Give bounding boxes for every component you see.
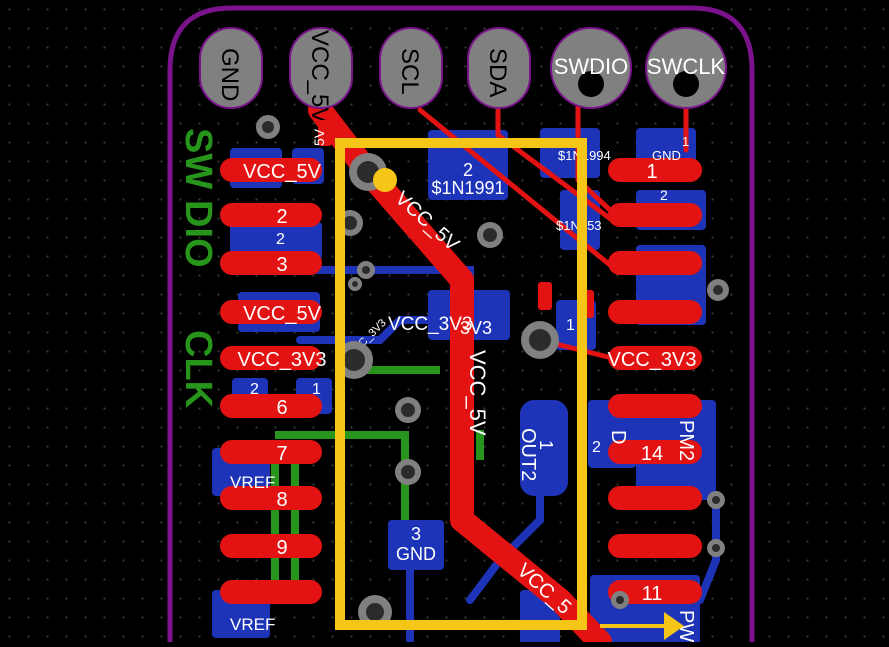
part-labels: VREF VREF 1 OUT2 3 GND D PM2 PWM 2 1 2 2… xyxy=(230,187,697,647)
bottom-silk-layer xyxy=(271,366,484,600)
pin1-marker xyxy=(373,168,397,192)
arrow-indicator xyxy=(600,612,684,640)
bottom-pad xyxy=(262,222,322,260)
silk-sw: SW xyxy=(177,128,219,189)
label-vref-1: VREF xyxy=(230,473,275,492)
header-pin-gnd[interactable]: GND xyxy=(199,27,263,109)
label-out2: OUT2 xyxy=(517,428,539,481)
header-pin-label: VCC_5V xyxy=(306,30,333,123)
bottom-pad xyxy=(470,290,510,340)
bottom-pad xyxy=(230,222,270,256)
selection-rectangle xyxy=(335,138,587,630)
header-pin-swclk[interactable]: SWCLK xyxy=(645,27,727,109)
label-pin1a: 1 xyxy=(312,381,321,398)
label-pm2: PM2 xyxy=(675,420,697,461)
header-pin-sda[interactable]: SDA xyxy=(467,27,531,109)
left-pad-label: 9 xyxy=(276,537,287,559)
board-outline xyxy=(167,5,755,647)
label-gnd: GND xyxy=(396,544,436,564)
header-pin-label: SWCLK xyxy=(647,54,726,79)
bottom-silk-text: SW DIO CLK xyxy=(177,128,219,409)
silk-clk: CLK xyxy=(177,330,219,409)
trace-sda xyxy=(495,107,615,223)
header-pin-label: GND xyxy=(216,48,243,101)
label-gnd-pin: 3 xyxy=(411,524,421,544)
header-pin-scl[interactable]: SCL xyxy=(379,27,443,109)
left-pad-label: 6 xyxy=(276,397,287,419)
trace-label-vcc5v-b: VCC_5V xyxy=(465,350,490,436)
right-pad-label: 1 xyxy=(646,161,657,183)
label-gnd-small: GND xyxy=(652,148,681,163)
label-5v: 5V xyxy=(311,128,327,146)
left-pad-label: 2 xyxy=(276,206,287,228)
left-pad-label: VCC_5V xyxy=(243,303,321,325)
label-u2-net: $1N1991 xyxy=(431,178,504,198)
label-pwm: PWM xyxy=(675,610,697,642)
label-u2-pin: 2 xyxy=(463,160,473,180)
left-pad-label: 3 xyxy=(276,254,287,276)
header-pin-label: SCL xyxy=(396,48,423,95)
label-pin1b: 1 xyxy=(566,317,575,334)
right-pad-label: 14 xyxy=(641,443,663,465)
label-c-pin2: 2 xyxy=(660,187,668,203)
left-pad-label: VCC_3V3 xyxy=(238,349,327,371)
left-pad-label: 7 xyxy=(276,443,287,465)
header-pin-label: SWDIO xyxy=(554,54,629,79)
label-d: D xyxy=(607,430,629,444)
header-pin-label: SDA xyxy=(484,48,511,97)
right-pad-label: VCC_3V3 xyxy=(608,349,697,371)
left-pad-label: VCC_5V xyxy=(243,161,321,183)
right-pad-label: 11 xyxy=(642,583,663,605)
label-out2-pin: 1 xyxy=(536,440,556,450)
bottom-pad xyxy=(388,520,444,570)
label-pin2a: 2 xyxy=(250,381,259,398)
label-pin1: 1 xyxy=(682,134,689,149)
bottom-pad xyxy=(520,400,568,496)
silk-dio: DIO xyxy=(177,200,219,268)
label-pin2c: 2 xyxy=(592,439,601,456)
header-pin-vcc5v[interactable]: VCC_5V xyxy=(289,27,353,123)
header-pin-swdio[interactable]: SWDIO xyxy=(550,27,632,109)
left-pad-label: 8 xyxy=(276,489,287,511)
header-pins: GND VCC_5V SCL SDA SWDIO SWCLK xyxy=(199,27,727,123)
label-vcc3v3-mid: VCC_3V3 xyxy=(388,314,473,335)
label-vcc3v3-small: 3V3 xyxy=(460,318,492,338)
label-vref-2: VREF xyxy=(230,615,275,634)
label-pin2b: 2 xyxy=(276,231,285,248)
